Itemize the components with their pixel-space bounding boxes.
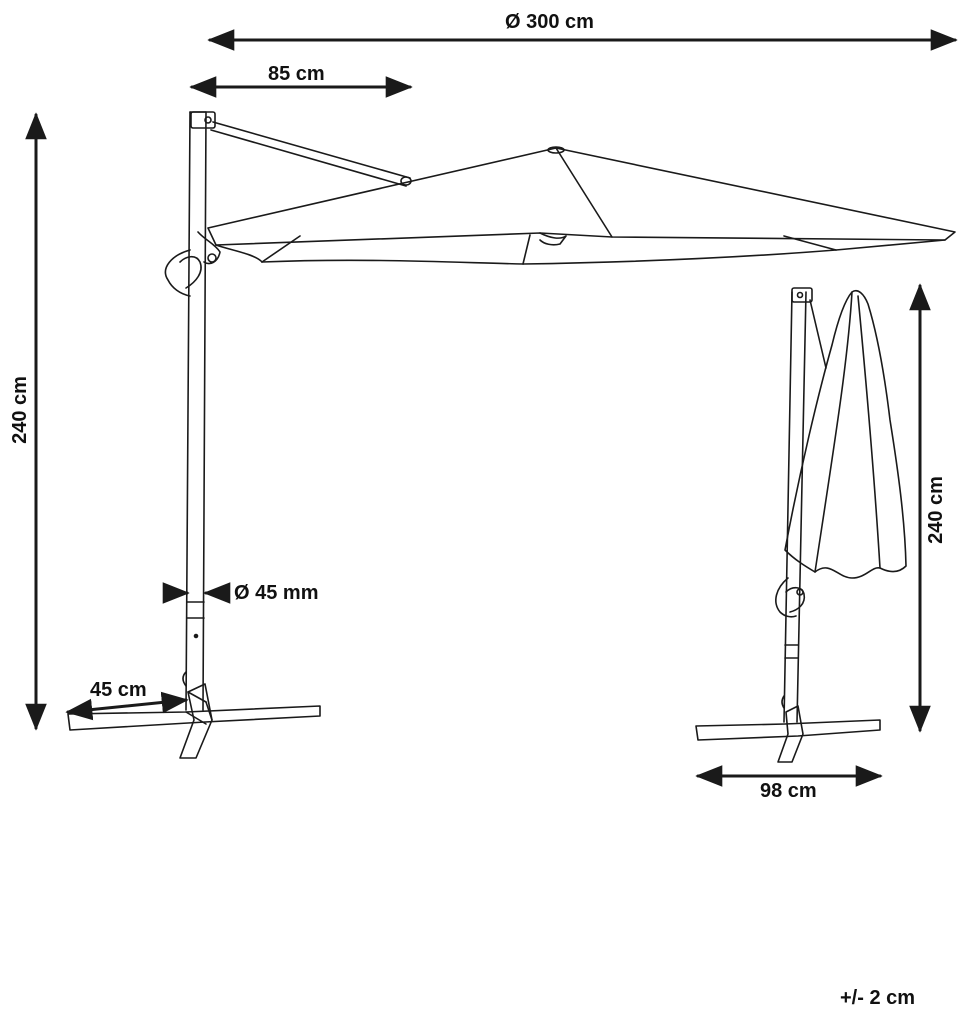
height-closed-label: 240 cm — [925, 476, 947, 544]
base-width-label: 98 cm — [760, 780, 817, 802]
height-open-label: 240 cm — [9, 376, 31, 444]
open-umbrella — [68, 112, 955, 758]
tolerance-label: +/- 2 cm — [840, 987, 916, 1009]
base-half-dimension-line — [65, 691, 189, 721]
arm-length-label: 85 cm — [268, 63, 325, 85]
diameter-label: Ø 300 cm — [505, 11, 594, 33]
base-half-width-label: 45 cm — [90, 679, 147, 701]
pole-diameter-label: Ø 45 mm — [234, 582, 319, 604]
closed-umbrella — [696, 288, 906, 762]
